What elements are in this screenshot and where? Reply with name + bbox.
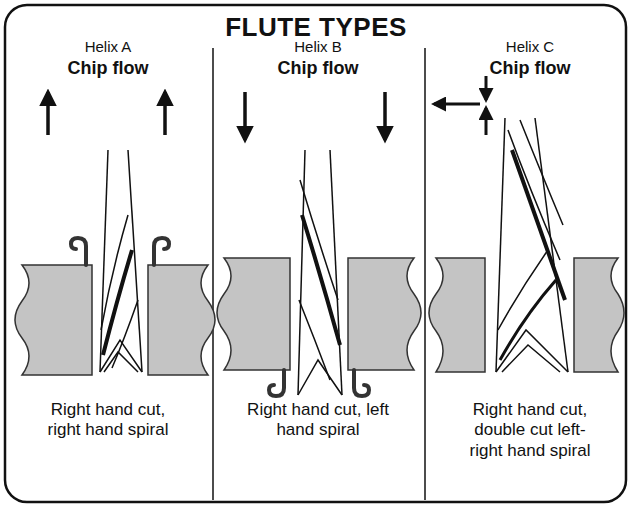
chip-flow-label: Chip flow xyxy=(228,58,408,80)
drill-bit xyxy=(298,150,342,395)
chip-arrows xyxy=(434,76,486,135)
helix-label: Helix B xyxy=(228,38,408,56)
helix-label: Helix A xyxy=(18,38,198,56)
flute-caption: Right hand cut, left hand spiral xyxy=(243,400,393,441)
divider xyxy=(212,48,214,500)
chip-flow-label: Chip flow xyxy=(440,58,620,80)
chip-curl xyxy=(269,370,369,396)
workpiece xyxy=(15,265,215,375)
flute-caption: Right hand cut, right hand spiral xyxy=(33,400,183,441)
chip-arrows xyxy=(245,92,385,140)
frame xyxy=(5,5,626,502)
drill-bit xyxy=(496,118,568,372)
drill-bit xyxy=(100,150,142,372)
divider xyxy=(424,48,426,500)
chip-arrows xyxy=(48,92,165,135)
helix-label: Helix C xyxy=(440,38,620,56)
flute-caption: Right hand cut, double cut left-right ha… xyxy=(465,400,595,461)
chip-flow-label: Chip flow xyxy=(18,58,198,80)
workpiece xyxy=(429,258,624,372)
